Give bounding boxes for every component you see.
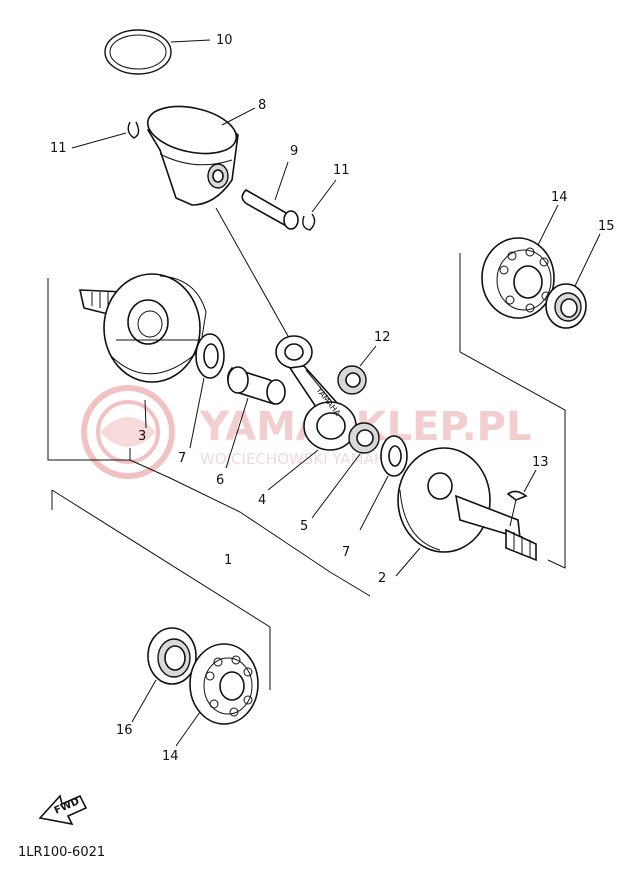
woodruff-key (506, 469, 537, 527)
piston (146, 105, 256, 206)
callout-13: 13 (532, 455, 549, 470)
needle-bearing-lower (311, 422, 380, 519)
callout-11-left: 11 (50, 141, 67, 156)
callout-8: 8 (258, 98, 266, 113)
callout-5: 5 (300, 519, 308, 534)
assembly-bracket (47, 253, 566, 690)
thrust-washer-left (189, 333, 225, 449)
callout-12: 12 (374, 330, 391, 345)
callout-16: 16 (116, 723, 133, 738)
oil-seal-lower (131, 627, 197, 723)
crank-bearing-upper (481, 204, 559, 319)
callout-14-upper: 14 (551, 190, 568, 205)
callout-6: 6 (216, 473, 224, 488)
diagram-code: 1LR100-6021 (18, 845, 105, 860)
callout-10: 10 (216, 33, 233, 48)
needle-bearing-upper (337, 345, 377, 395)
piston-pin-clip-left (71, 121, 140, 149)
crank-bearing-lower (175, 643, 259, 747)
callout-11-right: 11 (333, 163, 350, 178)
callout-1: 1 (224, 553, 232, 568)
piston-ring (104, 29, 211, 75)
connecting-rod: YAMAHA (215, 207, 357, 491)
callout-9: 9 (290, 144, 298, 159)
forward-arrow-icon: FWD (38, 794, 88, 826)
piston-pin (241, 161, 299, 230)
callout-7-left: 7 (178, 451, 186, 466)
watermark-subtitle: WOJCIECHOWSKI YAMAHA (200, 450, 396, 468)
crank-half-left (78, 273, 207, 429)
thrust-washer-right (359, 435, 408, 531)
crank-half-right (395, 447, 537, 577)
callout-14-lower: 14 (162, 749, 179, 764)
callouts: 10 8 11 9 11 14 15 12 3 7 6 4 5 7 13 1 2… (50, 33, 615, 764)
callout-2: 2 (378, 571, 386, 586)
crank-pin (225, 366, 286, 469)
callout-7-right: 7 (342, 545, 350, 560)
callout-15: 15 (598, 219, 615, 234)
watermark-logo-icon (81, 385, 175, 479)
oil-seal-upper (545, 233, 601, 329)
callout-4: 4 (258, 493, 266, 508)
piston-pin-clip-right (302, 179, 337, 231)
callout-3: 3 (138, 429, 146, 444)
